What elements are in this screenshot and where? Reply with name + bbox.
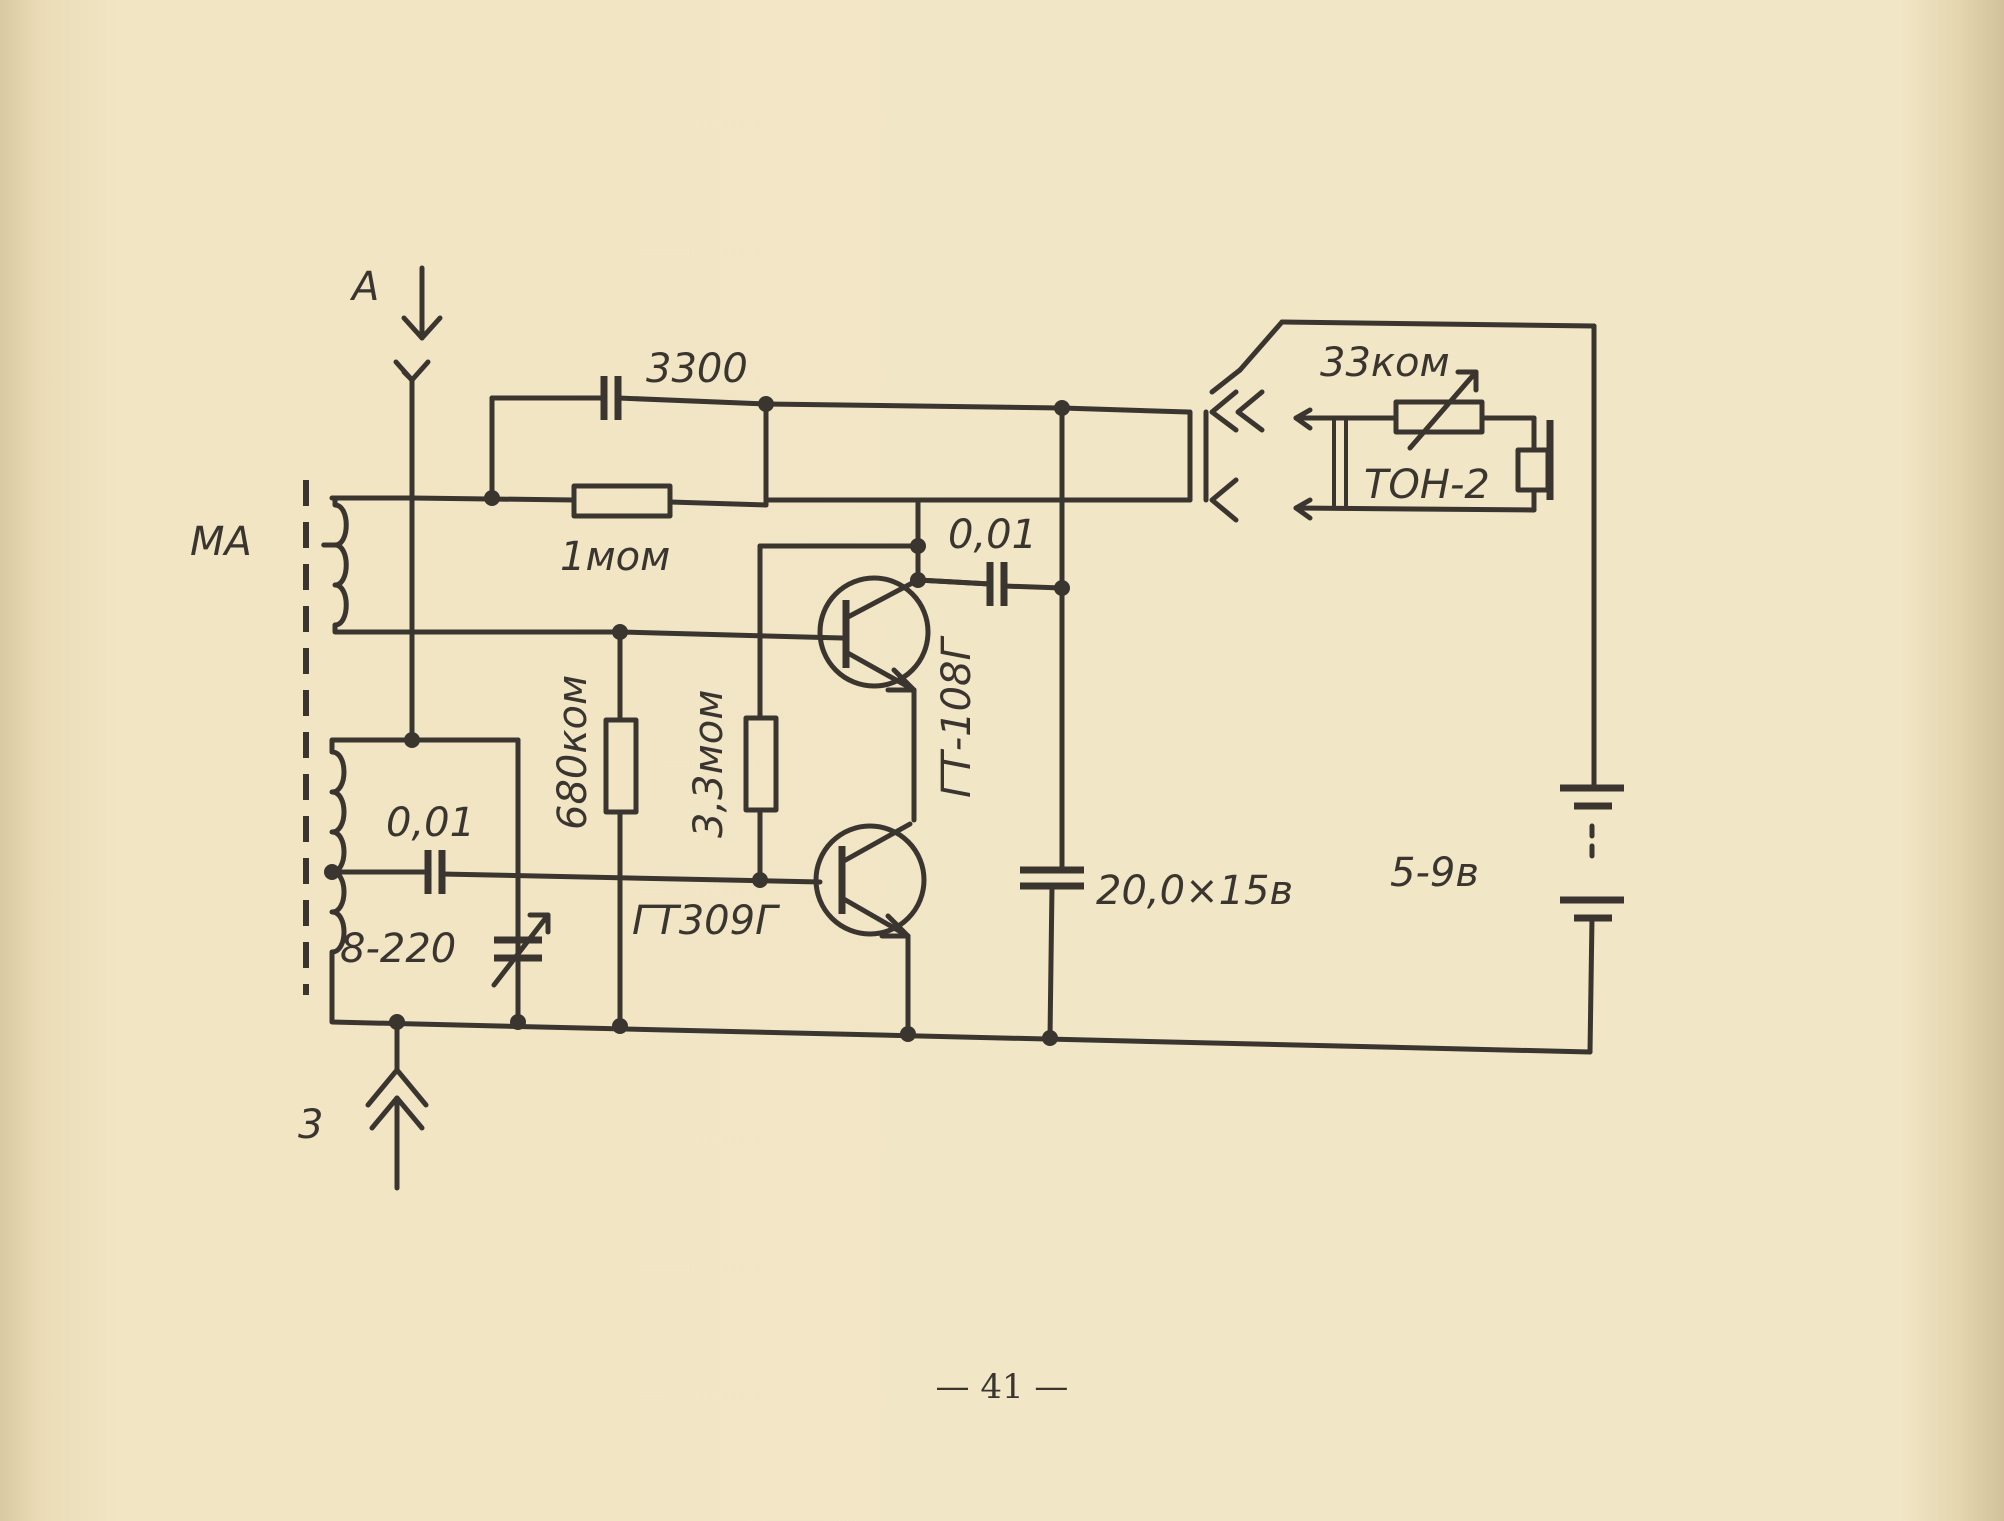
feedback-res-label: 1мом xyxy=(560,534,670,580)
antenna-label: A xyxy=(349,264,379,310)
junction-dots xyxy=(324,396,1070,1046)
headphones-label: ТОН-2 xyxy=(1364,462,1490,508)
ground-symbol xyxy=(365,1022,429,1191)
tuning-capacitor xyxy=(491,877,551,1025)
coupling-cap-label: 0,01 xyxy=(386,800,475,846)
transistor-lower xyxy=(813,821,927,1037)
emitter-cap-label: 0,01 xyxy=(948,512,1037,558)
bias-res-3m3-label: 3,3мом xyxy=(686,690,732,838)
bias-res-680k-label: 680ком xyxy=(550,675,596,830)
tuning-cap-label: 8-220 xyxy=(340,926,456,972)
tuning-coil xyxy=(329,737,1593,1055)
antenna-symbol xyxy=(393,265,443,743)
output-jack xyxy=(763,319,1597,523)
ground-label: 3 xyxy=(298,1102,323,1148)
page-number: — 41 — xyxy=(936,1367,1069,1407)
transistor-upper-label: ГТ-108Г xyxy=(934,636,980,799)
transistor-lower-label: ГТ309Г xyxy=(632,898,780,944)
antenna-coil-label: MA xyxy=(190,519,252,565)
bias-resistor-680k xyxy=(603,629,639,1029)
battery xyxy=(1560,323,1624,1055)
feedback-cap-label: 3300 xyxy=(646,346,748,392)
emitter-capacitor xyxy=(915,562,1065,606)
feedback-coil xyxy=(321,495,623,635)
feedback-network xyxy=(409,376,1065,519)
bias-resistor-3m3 xyxy=(743,543,921,883)
filter-capacitor xyxy=(1020,405,1084,1041)
filter-cap-label: 20,0×15в xyxy=(1096,868,1293,914)
volume-res-label: 33ком xyxy=(1320,340,1450,386)
battery-label: 5-9в xyxy=(1390,850,1479,896)
headphone-assembly xyxy=(1293,369,1554,521)
coupling-capacitor xyxy=(329,850,823,894)
